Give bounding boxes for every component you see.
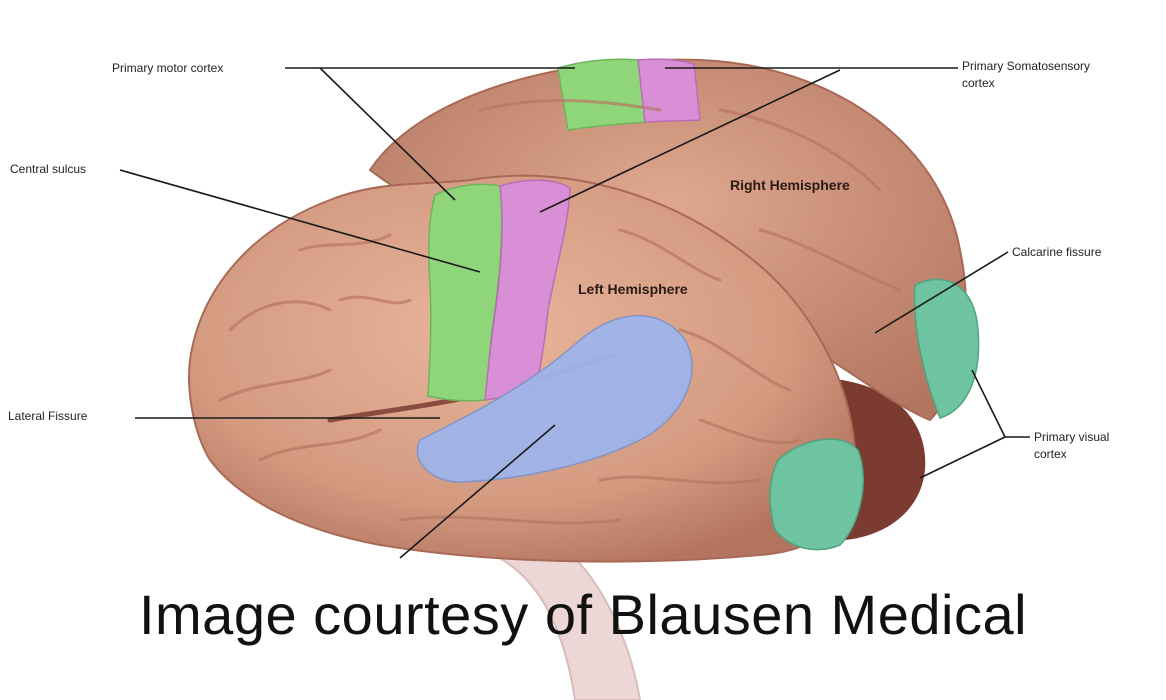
label-primary-somatosensory-line2: cortex	[962, 76, 995, 90]
label-primary-somatosensory-line1: Primary Somatosensory	[962, 59, 1090, 73]
right-somatosensory-cortex	[637, 58, 701, 123]
left-visual-cortex	[769, 438, 864, 551]
label-primary-visual-line2: cortex	[1034, 447, 1067, 461]
label-primary-visual-line1: Primary visual	[1034, 430, 1109, 444]
image-credit-caption: Image courtesy of Blausen Medical	[138, 583, 1028, 646]
gyri-lines	[218, 99, 902, 525]
label-lateral-fissure: Lateral Fissure	[8, 409, 88, 423]
label-right-hemisphere: Right Hemisphere	[730, 177, 850, 193]
label-central-sulcus: Central sulcus	[10, 162, 86, 176]
auditory-cortex	[416, 314, 693, 483]
right-visual-cortex	[913, 278, 980, 419]
label-primary-motor-cortex: Primary motor cortex	[112, 61, 223, 75]
label-left-hemisphere: Left Hemisphere	[578, 281, 688, 297]
brainstem	[469, 544, 642, 700]
label-calcarine-fissure: Calcarine fissure	[1012, 245, 1102, 259]
leader-lines	[119, 67, 1030, 559]
right-motor-cortex	[557, 58, 646, 131]
